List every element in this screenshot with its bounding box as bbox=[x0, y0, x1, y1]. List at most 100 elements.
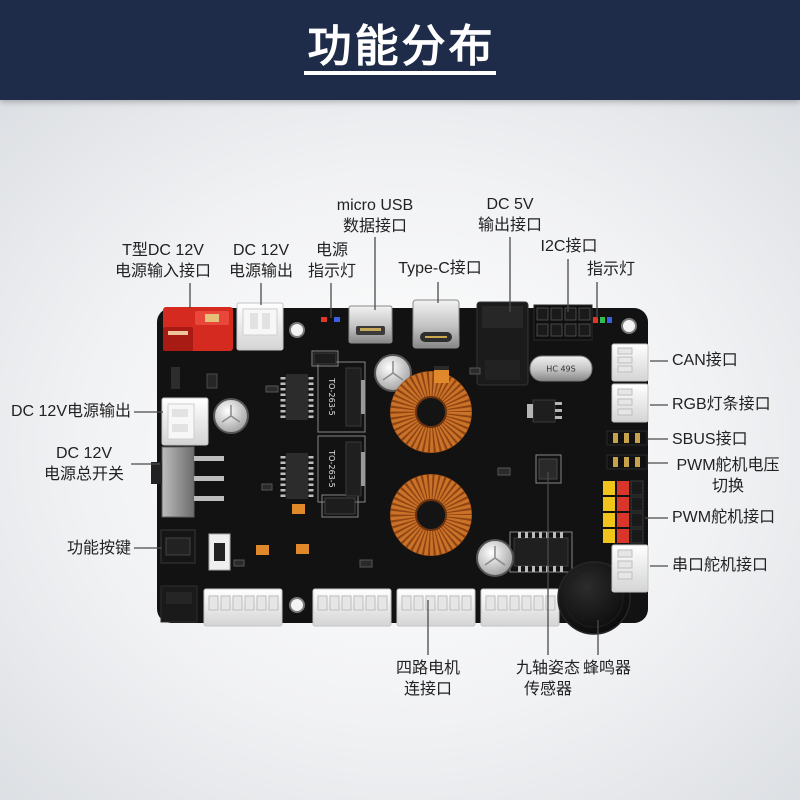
type-c-port bbox=[412, 299, 460, 349]
label-line: DC 5V bbox=[486, 196, 534, 213]
label-serial-servo: 串口舵机接口 bbox=[672, 555, 792, 576]
regulator-marking: TO-263-5 bbox=[327, 377, 336, 416]
label-line: 切换 bbox=[711, 478, 744, 495]
label-line: 电源 bbox=[315, 242, 348, 259]
micro-usb-port bbox=[348, 305, 393, 344]
ldo-regulator bbox=[527, 399, 562, 423]
label-can: CAN接口 bbox=[672, 350, 792, 371]
motor-connector bbox=[312, 588, 392, 627]
label-line: 传感器 bbox=[523, 681, 572, 698]
title-underline bbox=[304, 71, 496, 75]
label-line: Type-C接口 bbox=[398, 260, 482, 277]
label-line: 九轴姿态 bbox=[515, 660, 580, 677]
label-line: 连接口 bbox=[403, 681, 452, 698]
label-line: PWM舵机接口 bbox=[672, 509, 776, 526]
label-line: SBUS接口 bbox=[672, 431, 748, 448]
label-line: DC 12V电源输出 bbox=[10, 403, 131, 420]
label-line: DC 12V bbox=[55, 445, 113, 462]
controller-chip bbox=[513, 532, 569, 572]
label-line: DC 12V bbox=[232, 242, 290, 259]
label-function-key: 功能按键 bbox=[0, 538, 131, 559]
label-dc-output-top: DC 12V 电源输出 bbox=[216, 240, 306, 282]
power-inductor bbox=[390, 371, 472, 453]
main-power-switch bbox=[151, 446, 224, 518]
motor-connector bbox=[396, 588, 476, 627]
label-sbus: SBUS接口 bbox=[672, 429, 792, 450]
mounting-hole bbox=[289, 597, 305, 613]
label-line: I2C接口 bbox=[540, 238, 598, 255]
regulator-marking: TO-263-5 bbox=[327, 449, 336, 488]
electrolytic-capacitor bbox=[374, 354, 412, 392]
label-line: 指示灯 bbox=[586, 261, 635, 278]
label-line: 功能按键 bbox=[66, 540, 131, 557]
ground-pins-black bbox=[630, 480, 644, 544]
dc-5v-output-jack bbox=[476, 301, 529, 386]
label-line: PWM舵机电压 bbox=[676, 457, 780, 474]
label-line: 串口舵机接口 bbox=[672, 557, 769, 574]
label-line: micro USB bbox=[336, 197, 414, 214]
label-line: 输出接口 bbox=[477, 217, 542, 234]
rgb-strip-connector bbox=[611, 383, 649, 423]
crystal-oscillator: HC 49S bbox=[529, 355, 593, 382]
label-imu-sensor: 九轴姿态 传感器 bbox=[503, 658, 593, 700]
label-rgb-strip: RGB灯条接口 bbox=[672, 394, 792, 415]
label-t-dc-input: T型DC 12V 电源输入接口 bbox=[98, 240, 228, 282]
label-dc-5v-output: DC 5V 输出接口 bbox=[465, 194, 555, 236]
leader-lines bbox=[131, 237, 668, 655]
crystal-marking: HC 49S bbox=[546, 365, 575, 374]
voltage-regulator-2: TO-263-5 bbox=[327, 441, 365, 497]
smd-diode bbox=[313, 352, 337, 365]
serial-servo-connector bbox=[611, 544, 649, 593]
label-type-c: Type-C接口 bbox=[390, 258, 490, 279]
motor-connector bbox=[480, 588, 560, 627]
electrolytic-capacitor bbox=[213, 398, 249, 434]
bottom-left-connector bbox=[160, 585, 198, 623]
label-power-led: 电源 指示灯 bbox=[302, 240, 362, 282]
electrolytic-capacitor bbox=[476, 539, 514, 577]
label-indicator-led: 指示灯 bbox=[581, 259, 641, 280]
label-main-power-switch: DC 12V 电源总开关 bbox=[29, 443, 139, 485]
smd-diode bbox=[324, 497, 356, 515]
signal-pins-yellow bbox=[603, 481, 615, 543]
label-line: RGB灯条接口 bbox=[672, 396, 771, 413]
motor-connector bbox=[203, 588, 283, 627]
motor-driver-chip bbox=[280, 374, 314, 420]
label-pwm-servo: PWM舵机接口 bbox=[672, 507, 792, 528]
label-line: 指示灯 bbox=[307, 263, 356, 280]
page-title: 功能分布 bbox=[307, 22, 496, 71]
label-buzzer: 蜂鸣器 bbox=[572, 658, 642, 679]
label-dc-output-left: DC 12V电源输出 bbox=[0, 401, 131, 422]
function-key-button bbox=[160, 529, 196, 564]
pwm-voltage-switch-header bbox=[606, 454, 648, 470]
label-line: 数据接口 bbox=[342, 218, 407, 235]
dc-12v-output-connector-left bbox=[161, 397, 209, 446]
sbus-header bbox=[606, 430, 648, 446]
tact-switch bbox=[208, 533, 231, 571]
motor-driver-chip bbox=[280, 453, 314, 499]
label-micro-usb: micro USB 数据接口 bbox=[325, 195, 425, 237]
i2c-header bbox=[533, 304, 593, 341]
header-bar: 功能分布 bbox=[0, 0, 800, 100]
pwm-servo-header bbox=[603, 480, 644, 544]
label-line: CAN接口 bbox=[672, 352, 738, 369]
label-line: 蜂鸣器 bbox=[582, 660, 631, 677]
t-plug-dc-input-connector bbox=[163, 307, 233, 351]
label-i2c: I2C接口 bbox=[529, 236, 609, 257]
mounting-hole bbox=[289, 322, 305, 338]
label-line: T型DC 12V bbox=[122, 242, 204, 259]
label-line: 电源输入接口 bbox=[114, 263, 211, 280]
power-indicator-leds bbox=[321, 317, 340, 322]
dc-12v-output-connector-top bbox=[236, 302, 284, 351]
indicator-leds bbox=[593, 317, 612, 323]
label-line: 电源总开关 bbox=[43, 466, 124, 483]
can-connector bbox=[611, 343, 649, 382]
mounting-hole bbox=[621, 318, 637, 334]
power-pins-red bbox=[617, 481, 629, 543]
label-motor-ports: 四路电机 连接口 bbox=[383, 658, 473, 700]
voltage-regulator-1: TO-263-5 bbox=[327, 367, 365, 427]
label-pwm-voltage-switch: PWM舵机电压 切换 bbox=[668, 455, 788, 497]
smd-components bbox=[171, 366, 511, 568]
label-line: 电源输出 bbox=[228, 263, 293, 280]
